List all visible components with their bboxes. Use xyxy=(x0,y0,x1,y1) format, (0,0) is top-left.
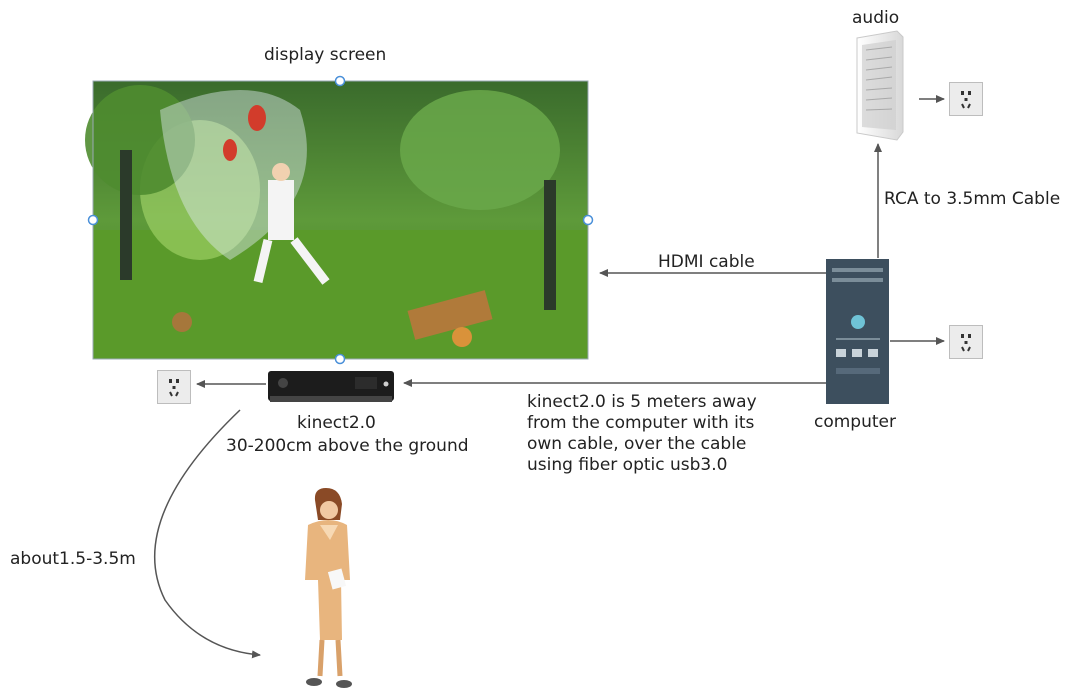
kinect-note-line: own cable, over the cable xyxy=(527,434,747,454)
power-outlet-icon xyxy=(949,82,983,116)
distance-arc xyxy=(153,409,261,659)
kinect-sensor-icon xyxy=(268,371,394,402)
kinect-name-label: kinect2.0 xyxy=(297,413,376,433)
person-icon xyxy=(305,488,352,688)
screen-selection-handles xyxy=(87,75,594,365)
connection-arrows xyxy=(153,95,945,659)
display-screen-image xyxy=(85,80,589,360)
rca-cable-label: RCA to 3.5mm Cable xyxy=(884,189,1061,209)
outlet-sockets xyxy=(961,91,971,109)
speaker-icon xyxy=(856,30,904,141)
kinect-cable-note: kinect2.0 is 5 meters away from the comp… xyxy=(527,392,757,476)
power-outlet-icon xyxy=(949,325,983,359)
audio-label: audio xyxy=(852,8,900,28)
display-screen-label: display screen xyxy=(264,45,387,65)
kinect-height-label: 30-200cm above the ground xyxy=(226,436,469,456)
outlet-sockets xyxy=(961,334,971,352)
computer-label: computer xyxy=(814,412,896,432)
distance-label: about1.5-3.5m xyxy=(10,549,136,569)
kinect-note-line: using fiber optic usb3.0 xyxy=(527,455,728,475)
computer-tower-icon xyxy=(826,259,889,404)
hdmi-cable-label: HDMI cable xyxy=(658,252,755,272)
outlet-sockets xyxy=(169,379,179,397)
power-outlet-icon xyxy=(157,370,191,404)
kinect-note-line: kinect2.0 is 5 meters away xyxy=(527,392,757,412)
kinect-note-line: from the computer with its xyxy=(527,413,755,433)
